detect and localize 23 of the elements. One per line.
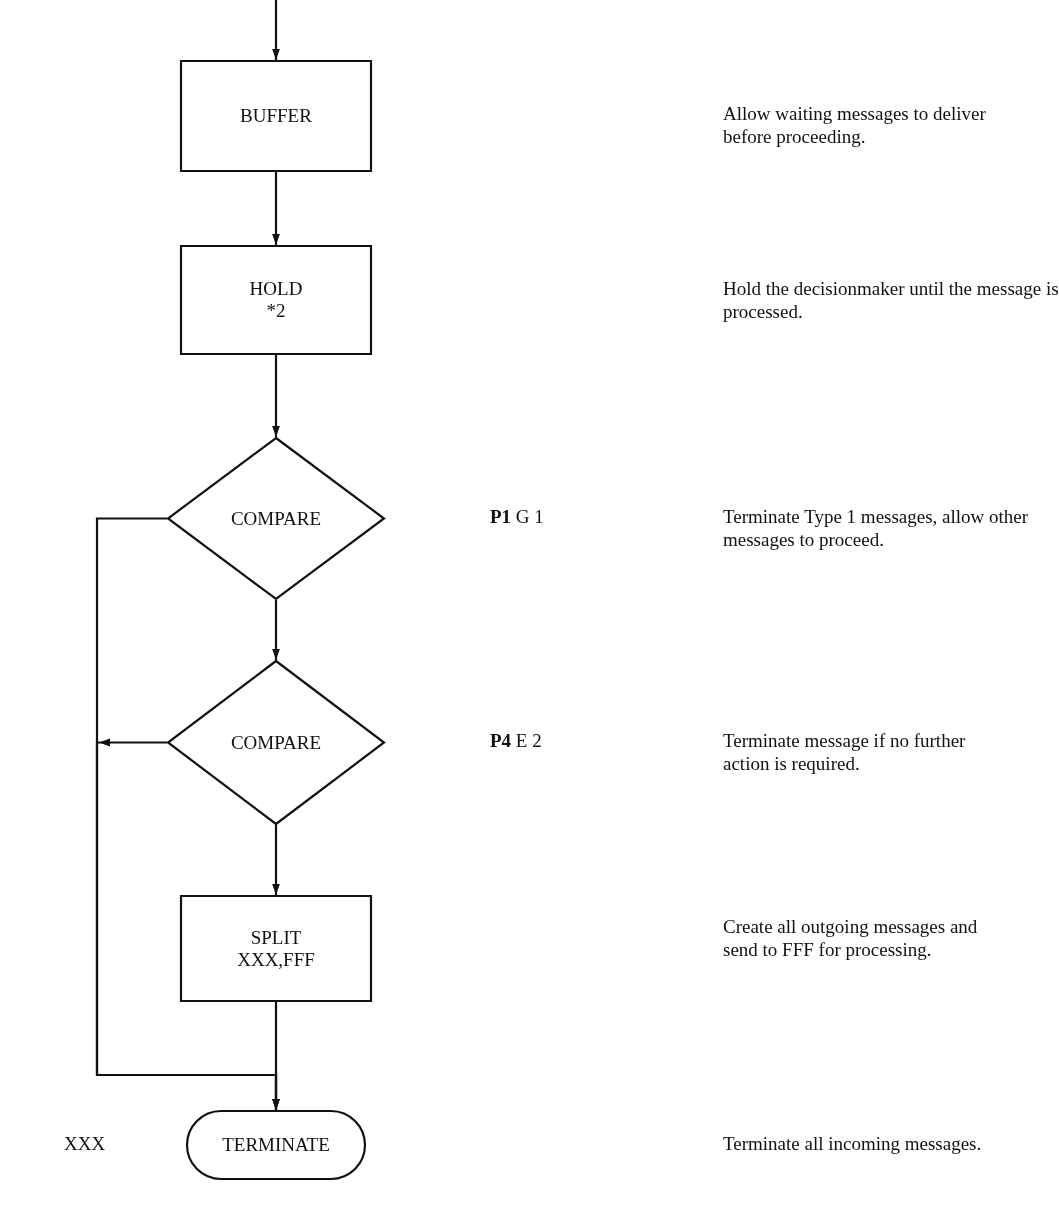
node-label: XXX,FFF <box>237 948 315 971</box>
decision-diamond <box>167 660 385 825</box>
process-box <box>180 245 372 355</box>
description-text: Create all outgoing messages and send to FFF for processing. <box>723 916 979 962</box>
terminal-shape <box>186 1110 366 1180</box>
description-text: Terminate all incoming messages. <box>723 1133 982 1156</box>
node-label: BUFFER <box>240 105 312 127</box>
node-label: TERMINATE <box>222 1134 330 1156</box>
node-label: COMPARE <box>230 507 322 530</box>
description-text: Terminate Type 1 messages, allow other messages to proceed. <box>723 506 1030 552</box>
node-label: HOLD <box>249 278 303 300</box>
node-label: SPLIT <box>250 926 302 949</box>
node-label: *2 <box>266 300 286 322</box>
node-label: COMPARE <box>230 731 322 754</box>
process-box <box>180 895 372 1002</box>
process-box <box>180 60 372 172</box>
block-label: XXX <box>64 1133 106 1156</box>
parameter-text: P1 G 1 <box>490 506 544 529</box>
description-text: Allow waiting messages to deliver before proceeding. <box>723 103 987 149</box>
description-text: Hold the decisionmaker until the message is processed. <box>723 278 1059 324</box>
decision-diamond <box>167 437 385 600</box>
description-text: Terminate message if no further action is required. <box>723 730 967 776</box>
parameter-text: P4 E 2 <box>490 730 542 753</box>
